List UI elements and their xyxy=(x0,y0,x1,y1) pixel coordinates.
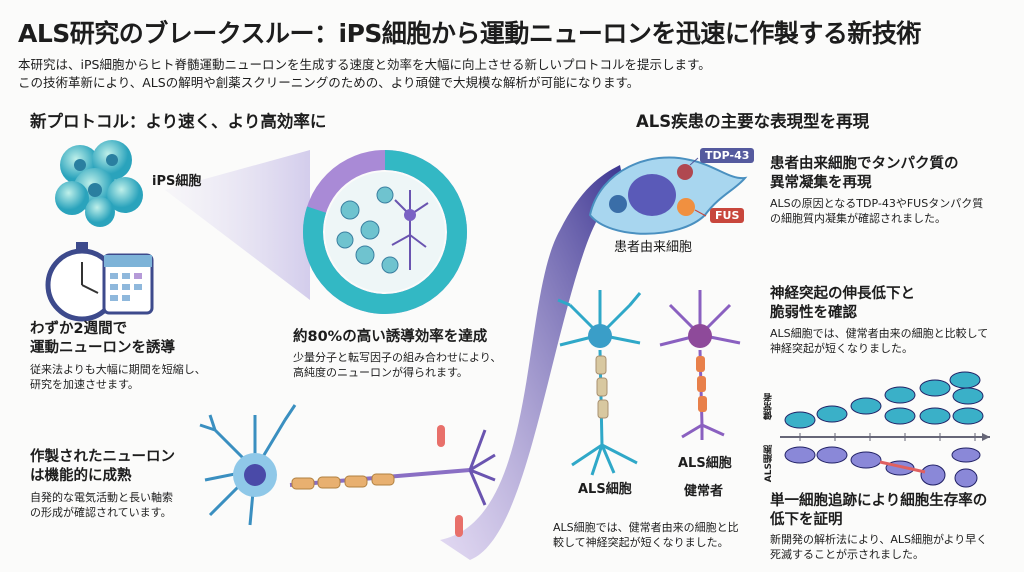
intro-line: この技術革新により、ALSの解明や創薬スクリーニングのための、より頑健で大規模な… xyxy=(18,75,640,90)
purple-flow-stream xyxy=(440,165,625,560)
axis-label-als: ALS細胞 xyxy=(764,445,774,483)
neuron-desc: ALS細胞では、健常者由来の細胞と比 較して神経突起が短くなりました。 xyxy=(553,520,773,550)
maturity-block: 作製されたニューロン は機能的に成熟 自発的な電気活動と長い軸索 の形成が確認さ… xyxy=(30,448,210,520)
neuron-label-als-left: ALS細胞 xyxy=(578,482,632,497)
ips-label: iPS細胞 xyxy=(152,174,202,189)
axis-label-healthy: 健常者 xyxy=(764,393,774,420)
survival-block: 単一細胞追跡により細胞生存率の 低下を証明 新開発の解析法により、ALS細胞がよ… xyxy=(770,492,1020,562)
fus-tag: FUS xyxy=(710,208,745,223)
survival-heading: 低下を証明 xyxy=(770,512,843,528)
speed-heading: わずか2週間で xyxy=(30,321,128,337)
aggregation-desc: の細胞質内凝集が確認されました。 xyxy=(770,212,946,225)
speed-block: わずか2週間で 運動ニューロンを誘導 従来法よりも大幅に期間を短縮し、 研究を加… xyxy=(30,320,270,392)
speed-desc: 研究を加速させます。 xyxy=(30,378,139,391)
ips-cell-cluster-icon xyxy=(55,140,143,227)
maturity-heading: 作製されたニューロン xyxy=(30,449,175,465)
speed-heading: 運動ニューロンを誘導 xyxy=(30,340,175,356)
survival-desc: 新開発の解析法により、ALS細胞がより早く xyxy=(770,533,988,546)
neurite-heading: 脆弱性を確認 xyxy=(770,305,857,321)
neurite-block: 神経突起の伸長低下と 脆弱性を確認 ALS細胞では、健常者由来の細胞と比較して … xyxy=(770,285,1020,356)
neuron-desc-line: ALS細胞では、健常者由来の細胞と比 xyxy=(553,521,739,534)
efficiency-heading: 約80%の高い誘導効率を達成 xyxy=(293,329,488,345)
funnel-shape xyxy=(165,150,310,300)
left-section-heading: 新プロトコル：より速く、より高効率に xyxy=(30,112,327,131)
neurite-heading: 神経突起の伸長低下と xyxy=(770,286,915,302)
aggregation-desc: ALSの原因となるTDP-43やFUSタンパク質 xyxy=(770,197,984,210)
clock-icon xyxy=(45,242,119,322)
survival-desc: 死滅することが示されました。 xyxy=(770,548,924,561)
aggregation-heading: 患者由来細胞でタンパク質の xyxy=(770,156,959,172)
maturity-heading: は機能的に成熟 xyxy=(30,468,132,484)
neurite-desc: 神経突起が短くなりました。 xyxy=(770,342,913,355)
maturity-desc: の形成が確認されています。 xyxy=(30,506,172,519)
neurite-desc: ALS細胞では、健常者由来の細胞と比較して xyxy=(770,327,989,340)
tdp43-tag: TDP-43 xyxy=(700,148,755,163)
speed-desc: 従来法よりも大幅に期間を短縮し、 xyxy=(30,363,206,376)
patient-cell-label: 患者由来細胞 xyxy=(614,240,693,255)
right-section-heading: ALS疾患の主要な表現型を再現 xyxy=(636,112,870,131)
neuron-label-healthy: 健常者 xyxy=(684,484,724,499)
survival-heading: 単一細胞追跡により細胞生存率の xyxy=(770,493,988,509)
intro-text: 本研究は、iPS細胞からヒト脊髄運動ニューロンを生成する速度と効率を大幅に向上さ… xyxy=(18,56,711,92)
efficiency-block: 約80%の高い誘導効率を達成 少量分子と転写因子の組み合わせにより、 高純度のニ… xyxy=(293,328,533,380)
intro-line: 本研究は、iPS細胞からヒト脊髄運動ニューロンを生成する速度と効率を大幅に向上さ… xyxy=(18,57,711,72)
page-title: ALS研究のブレークスルー：iPS細胞から運動ニューロンを迅速に作製する新技術 xyxy=(18,19,921,48)
cell-tracking-diagram xyxy=(780,371,990,488)
aggregation-heading: 異常凝集を再現 xyxy=(770,175,872,191)
patient-cell-illustration xyxy=(588,156,748,235)
aggregation-block: 患者由来細胞でタンパク質の 異常凝集を再現 ALSの原因となるTDP-43やFU… xyxy=(770,155,1020,226)
neuron-desc-line: 較して神経突起が短くなりました。 xyxy=(553,536,729,549)
maturity-desc: 自発的な電気活動と長い軸索 xyxy=(30,491,173,504)
efficiency-desc: 高純度のニューロンが得られます。 xyxy=(293,366,468,379)
efficiency-desc: 少量分子と転写因子の組み合わせにより、 xyxy=(293,351,502,364)
efficiency-ring-chart xyxy=(303,150,467,314)
calendar-icon xyxy=(102,253,154,315)
neuron-label-als-right: ALS細胞 xyxy=(678,456,732,471)
